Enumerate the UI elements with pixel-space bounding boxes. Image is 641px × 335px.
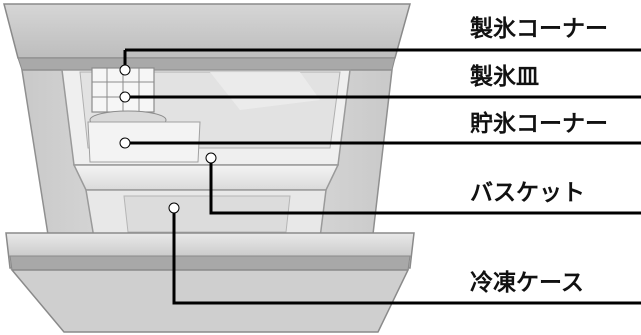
dot-ice-tray xyxy=(119,91,131,103)
basket-shape xyxy=(72,164,340,191)
leader-basket xyxy=(209,158,641,215)
freezer-drawer-handle xyxy=(9,255,411,271)
refrigerator-illustration xyxy=(3,3,415,333)
upper-door-edge xyxy=(17,57,396,71)
dot-ice-storage-corner xyxy=(119,137,131,149)
leader-freezer-case xyxy=(172,208,641,305)
label-basket: バスケット xyxy=(470,180,585,206)
leader-dots xyxy=(119,64,217,214)
dot-basket xyxy=(205,152,217,164)
ice-compartment-shadow xyxy=(210,72,320,110)
label-ice-maker-corner: 製氷コーナー xyxy=(470,16,608,42)
dot-freezer-case xyxy=(168,202,180,214)
dot-ice-maker-corner xyxy=(119,64,131,76)
freezer-case-inner xyxy=(123,195,291,233)
label-ice-storage-corner: 貯氷コーナー xyxy=(470,111,608,137)
label-ice-tray: 製氷皿 xyxy=(470,64,539,90)
leader-lines xyxy=(125,48,641,305)
freezer-drawer-lower xyxy=(10,269,410,333)
label-freezer-case: 冷凍ケース xyxy=(470,270,584,296)
